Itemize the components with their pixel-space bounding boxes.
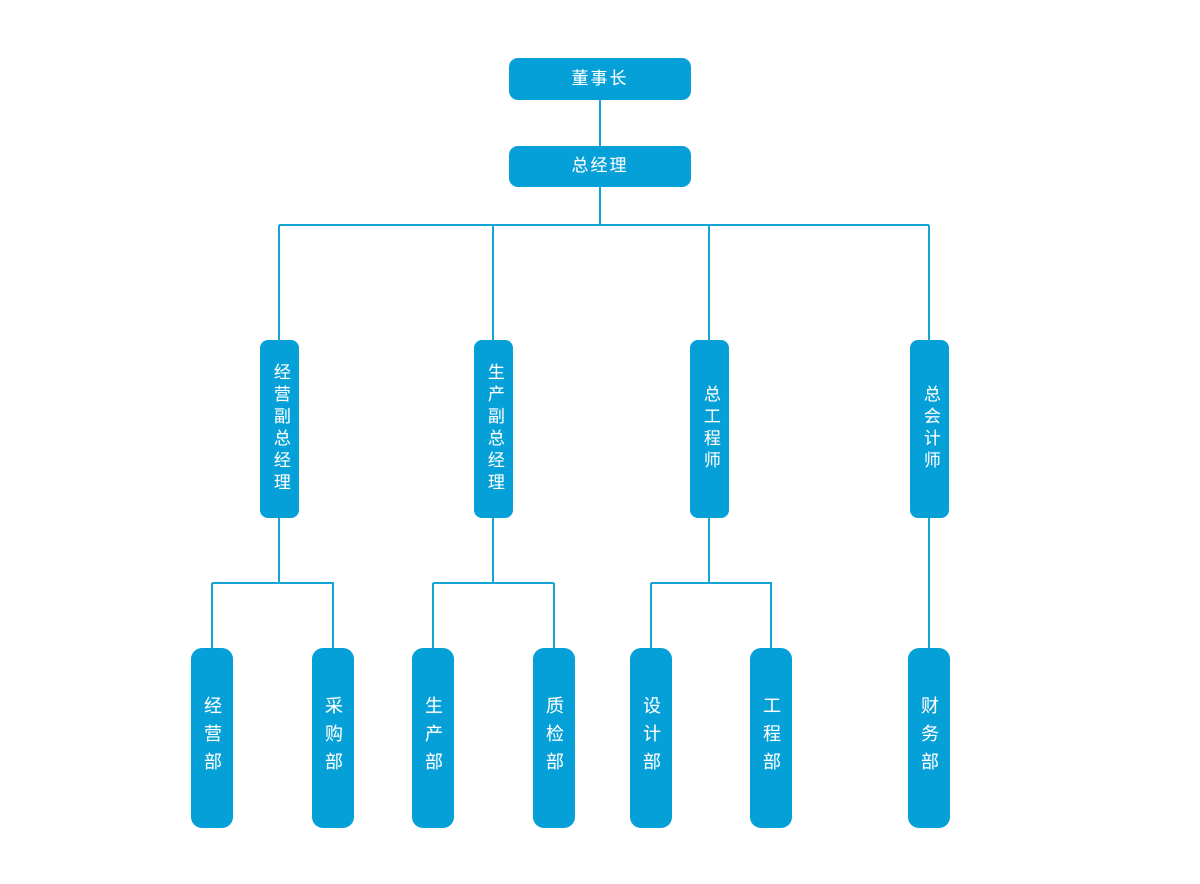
- node-dept-quality[interactable]: 质检部: [533, 648, 575, 828]
- node-chairman[interactable]: 董事长: [509, 58, 691, 100]
- node-dept-finance-label: 财务部: [919, 696, 940, 780]
- node-dept-operations-label: 经营部: [202, 696, 223, 780]
- node-chief-accountant[interactable]: 总会计师: [910, 340, 949, 518]
- node-dept-engineering[interactable]: 工程部: [750, 648, 792, 828]
- node-chairman-label: 董事长: [571, 68, 629, 88]
- node-chief-accountant-label: 总会计师: [920, 385, 940, 473]
- node-general-manager-label: 总经理: [571, 156, 629, 176]
- node-vp-operations-label: 经营副总经理: [270, 363, 290, 495]
- node-vp-operations[interactable]: 经营副总经理: [260, 340, 299, 518]
- node-chief-engineer-label: 总工程师: [700, 385, 720, 473]
- node-dept-production-label: 生产部: [423, 696, 444, 780]
- node-dept-purchasing[interactable]: 采购部: [312, 648, 354, 828]
- node-dept-operations[interactable]: 经营部: [191, 648, 233, 828]
- node-vp-production[interactable]: 生产副总经理: [474, 340, 513, 518]
- node-general-manager[interactable]: 总经理: [509, 146, 691, 187]
- node-dept-purchasing-label: 采购部: [323, 696, 344, 780]
- node-chief-engineer[interactable]: 总工程师: [690, 340, 729, 518]
- node-vp-production-label: 生产副总经理: [484, 363, 504, 495]
- node-dept-design-label: 设计部: [641, 696, 662, 780]
- node-dept-quality-label: 质检部: [544, 696, 565, 780]
- node-dept-finance[interactable]: 财务部: [908, 648, 950, 828]
- node-dept-production[interactable]: 生产部: [412, 648, 454, 828]
- node-dept-design[interactable]: 设计部: [630, 648, 672, 828]
- node-dept-engineering-label: 工程部: [761, 696, 782, 780]
